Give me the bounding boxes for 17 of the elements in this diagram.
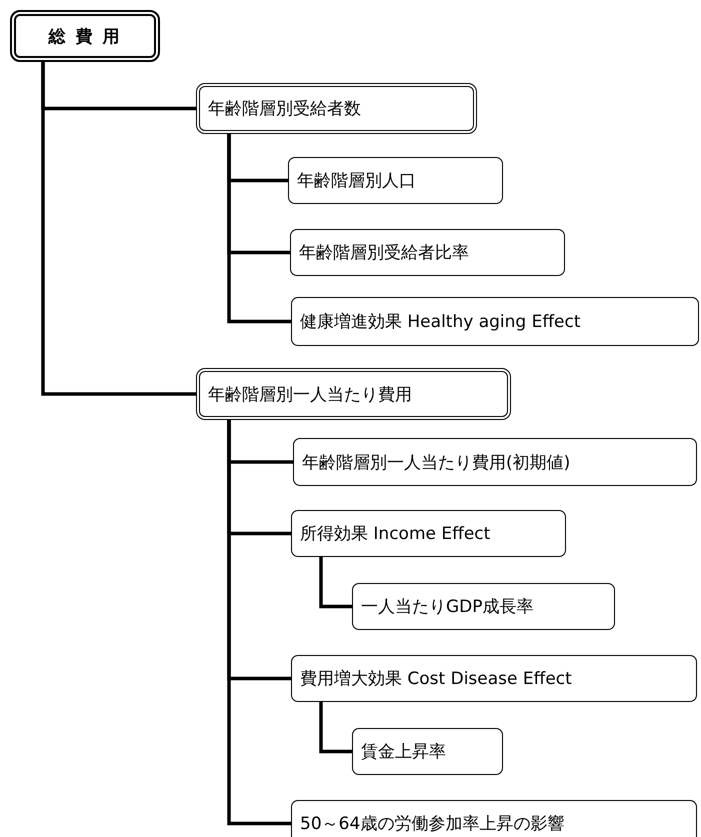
item-box: 年齢階層別一人当たり費用(初期値): [293, 438, 697, 486]
item-box: 健康増進効果 Healthy aging Effect: [291, 297, 699, 346]
category-box: 年齢階層別一人当たり費用: [196, 368, 511, 420]
connector-line: [41, 62, 196, 396]
root-box: 総 費 用: [10, 10, 160, 62]
item-box: 費用増大効果 Cost Disease Effect: [291, 655, 697, 702]
connector-line: [319, 702, 352, 754]
connector-line: [227, 420, 291, 826]
connector-line: [227, 134, 291, 324]
item-box: 一人当たりGDP成長率: [352, 583, 615, 630]
category-box: 年齢階層別受給者数: [196, 83, 477, 134]
item-box: 賃金上昇率: [352, 728, 503, 775]
item-box: 年齢階層別受給者比率: [290, 229, 565, 276]
item-box: 所得効果 Income Effect: [291, 510, 566, 557]
connector-line: [319, 557, 352, 608]
item-box: 50～64歳の労働参加率上昇の影響: [291, 800, 697, 837]
item-box: 年齢階層別人口: [288, 157, 503, 204]
